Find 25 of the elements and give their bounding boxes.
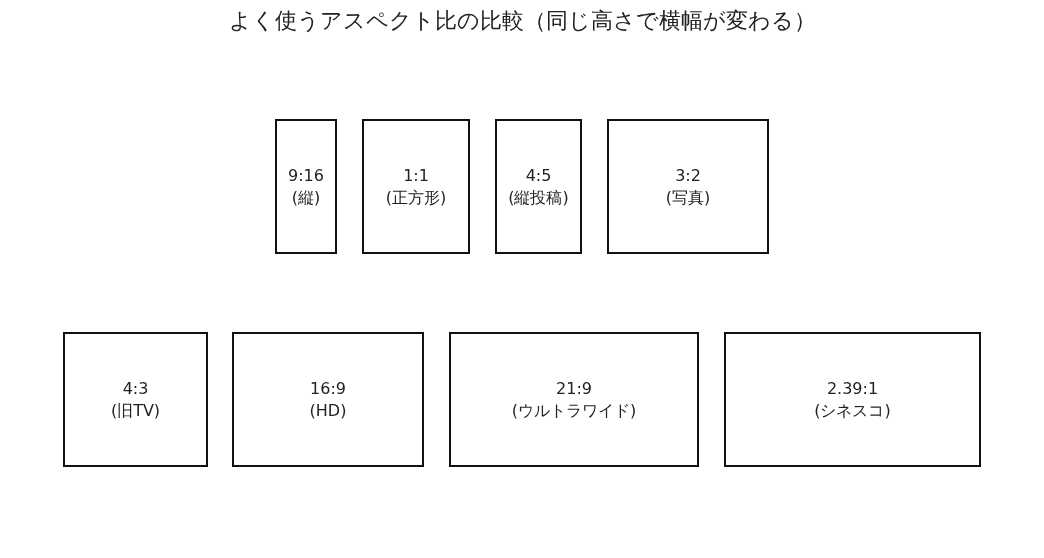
ratio-label: 9:16 — [288, 164, 324, 187]
aspect-ratio-box — [449, 332, 699, 467]
ratio-label: 4:3 — [122, 377, 149, 400]
ratio-label: 1:1 — [403, 164, 429, 187]
ratio-label: 4:5 — [525, 164, 552, 187]
ratio-description: (正方形) — [385, 186, 447, 209]
ratio-description: (シネスコ) — [814, 399, 891, 422]
ratio-label: 2.39:1 — [826, 377, 879, 400]
diagram-title: よく使うアスペクト比の比較（同じ高さで横幅が変わる） — [227, 7, 817, 35]
aspect-ratio-box — [495, 119, 582, 254]
ratio-description: (旧TV) — [110, 399, 161, 422]
ratio-label: 16:9 — [310, 377, 346, 400]
aspect-ratio-box — [607, 119, 769, 254]
ratio-description: (HD) — [309, 399, 347, 422]
aspect-ratio-box — [275, 119, 337, 254]
ratio-description: (ウルトラワイド) — [511, 399, 637, 422]
ratio-description: (縦投稿) — [508, 186, 569, 209]
aspect-ratio-box — [63, 332, 208, 467]
ratio-label: 21:9 — [556, 377, 592, 400]
aspect-ratio-box — [724, 332, 981, 467]
ratio-label: 3:2 — [675, 164, 701, 187]
aspect-ratio-box — [232, 332, 424, 467]
ratio-description: (写真) — [665, 186, 711, 209]
aspect-ratio-box — [362, 119, 470, 254]
ratio-description: (縦) — [291, 186, 321, 209]
